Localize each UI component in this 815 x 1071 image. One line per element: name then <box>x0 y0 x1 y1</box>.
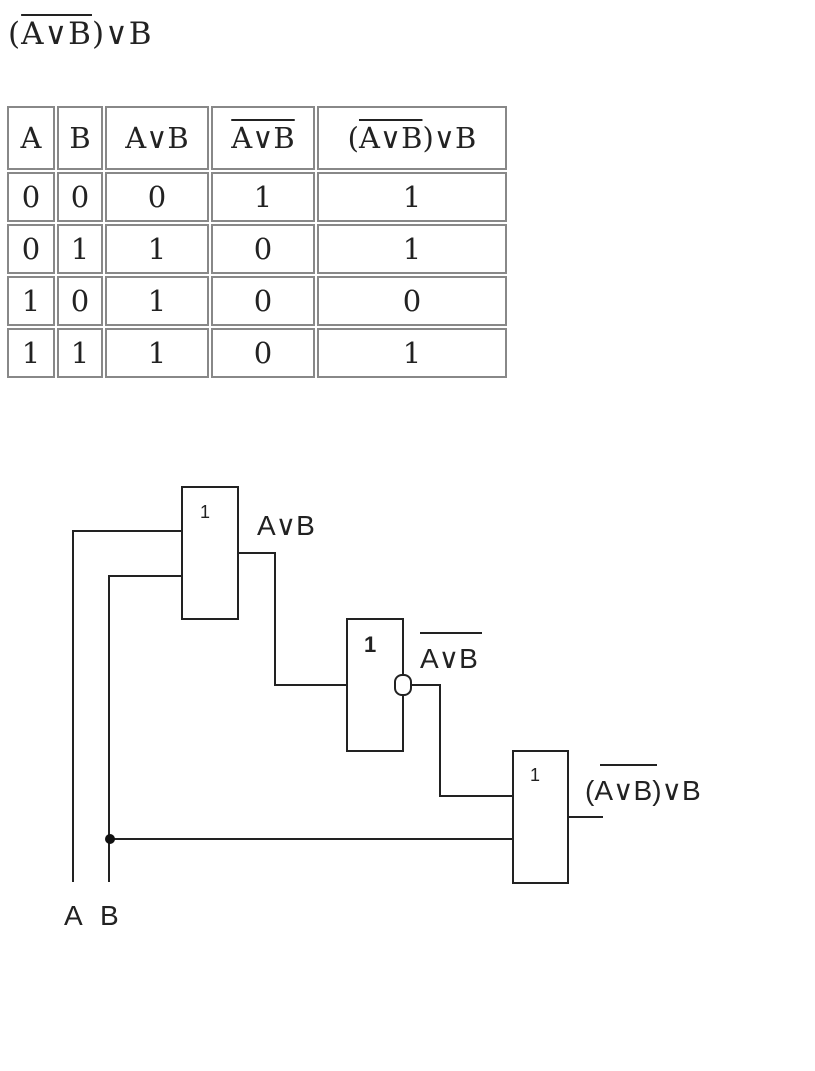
cell: 1 <box>57 224 103 274</box>
cell: 1 <box>105 328 209 378</box>
header-text: A∨B <box>231 121 295 155</box>
cell: 0 <box>7 224 55 274</box>
header-a: A <box>7 106 55 170</box>
cell: 1 <box>317 328 507 378</box>
gate3-symbol: 1 <box>530 765 540 785</box>
cell: 1 <box>105 276 209 326</box>
header-a-or-b: A∨B <box>105 106 209 170</box>
or-gate-2 <box>512 750 569 884</box>
inversion-bubble-icon <box>394 674 412 696</box>
input-a-label: A <box>64 900 83 931</box>
cell: 1 <box>7 276 55 326</box>
cell: 0 <box>57 276 103 326</box>
gate2-output-label: A∨B <box>420 643 478 674</box>
junction-dot-icon <box>105 834 115 844</box>
table-header-row: A B A∨B A∨B (A∨B)∨B <box>7 106 507 170</box>
cell: 1 <box>105 224 209 274</box>
gate1-output-label: A∨B <box>257 510 315 541</box>
header-text: A∨B <box>125 121 189 155</box>
cell: 0 <box>7 172 55 222</box>
formula-open: ( <box>8 16 22 52</box>
header-b: B <box>57 106 103 170</box>
cell: 0 <box>211 328 315 378</box>
header-not-a-or-b: A∨B <box>211 106 315 170</box>
input-b-label: B <box>100 900 119 931</box>
formula-heading: (A∨B)∨B <box>8 16 153 52</box>
header-text: B <box>69 121 91 155</box>
cell: 1 <box>7 328 55 378</box>
formula-close: )∨B <box>91 16 153 52</box>
cell: 1 <box>317 172 507 222</box>
cell: 1 <box>317 224 507 274</box>
wire-a <box>72 530 182 882</box>
wire-gate1-out <box>238 552 347 686</box>
cell: 0 <box>105 172 209 222</box>
gate2-symbol: 1 <box>364 632 376 657</box>
wire-gate2-out <box>411 684 513 797</box>
cell: 1 <box>57 328 103 378</box>
cell: 0 <box>211 276 315 326</box>
gate1-symbol: 1 <box>200 502 210 522</box>
formula-negated-part: A∨B <box>21 16 92 52</box>
gate3-output-label: (A∨B)∨B <box>585 775 701 806</box>
cell: 1 <box>211 172 315 222</box>
header-result: (A∨B)∨B <box>317 106 507 170</box>
header-text: A <box>20 121 42 155</box>
cell: 0 <box>57 172 103 222</box>
header-text: )∨B <box>422 121 477 155</box>
header-text: A∨B <box>358 121 423 155</box>
or-gate-1 <box>181 486 239 620</box>
cell: 0 <box>317 276 507 326</box>
wire-b <box>108 575 182 882</box>
not-gate <box>346 618 404 752</box>
header-text: ( <box>347 121 359 155</box>
cell: 0 <box>211 224 315 274</box>
